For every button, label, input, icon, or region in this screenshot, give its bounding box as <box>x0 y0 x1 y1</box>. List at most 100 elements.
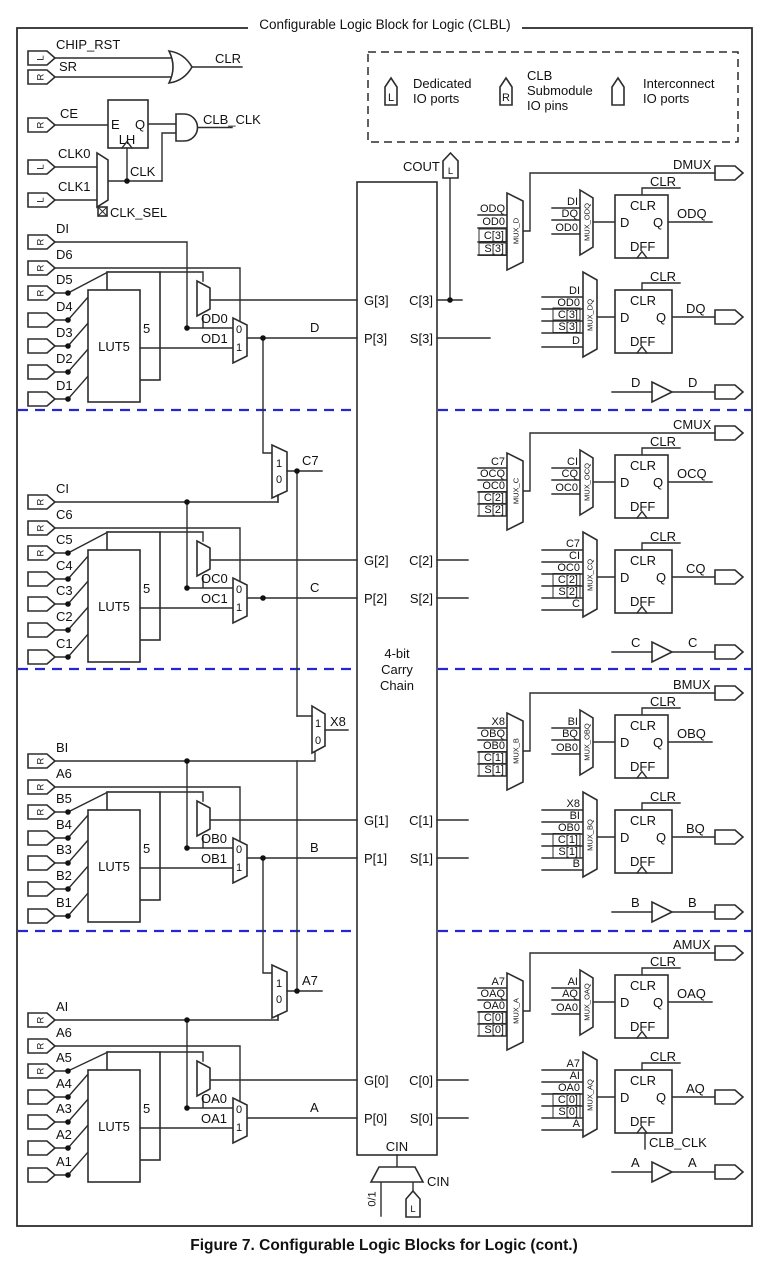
cout-label: COUT <box>403 159 440 174</box>
dff1-b-clock-triangle-icon <box>636 770 648 779</box>
mux-d-in1: OD0 <box>482 216 505 228</box>
label-b4: B4 <box>56 817 72 832</box>
b-out-port <box>714 904 745 920</box>
port-c6-letter: R <box>36 524 47 531</box>
section-a-right: AMUX MUX_A A7 OAQ OA0 C[0] S[0] MUX_OAQ … <box>477 937 745 1184</box>
dff1-a-clock-triangle-icon <box>636 1030 648 1039</box>
mux-aq-in0: A7 <box>567 1058 580 1070</box>
dff2-a-q: Q <box>656 1090 666 1105</box>
b-buf-out-label: B <box>688 895 697 910</box>
label-a4: A4 <box>56 1076 72 1091</box>
cmux-out-port <box>714 425 745 441</box>
clb-clk-feed-label: CLB_CLK <box>649 1135 707 1150</box>
label-b3: B3 <box>56 842 72 857</box>
x8-mux-sel0: 0 <box>315 735 321 747</box>
cin-port-letter: L <box>410 1204 415 1215</box>
port-ci-letter: R <box>36 498 47 505</box>
d-buf-in-label: D <box>631 375 640 390</box>
oc-select-mux <box>232 576 248 625</box>
mux-b-label: MUX_B <box>512 738 521 764</box>
label-c4: C4 <box>56 558 73 573</box>
lut5-back-d-label: 5 <box>143 321 150 336</box>
dff1-b-clr-wire-label: CLR <box>650 694 676 709</box>
port-c1 <box>27 649 57 665</box>
carry-title-2: Carry <box>381 662 413 677</box>
lut5-back-b-label: 5 <box>143 841 150 856</box>
aq-net-label: AQ <box>686 1081 705 1096</box>
mux-b-in3: C[1] <box>484 752 504 764</box>
dff2-a <box>614 1069 673 1134</box>
mux-aq-in5: A <box>573 1118 581 1130</box>
port-c3 <box>27 596 57 612</box>
bmux-out-port <box>714 685 745 701</box>
mux-aq-in2: OA0 <box>558 1082 580 1094</box>
c-buffer-icon <box>651 640 674 664</box>
cmux-label: CMUX <box>673 417 712 432</box>
dff1-d-q: Q <box>653 215 663 230</box>
sr-label: SR <box>59 59 77 74</box>
c-out-port <box>714 644 745 660</box>
mux-bq-in0: X8 <box>567 798 580 810</box>
mux-bq <box>582 790 598 879</box>
chip-rst-port <box>27 50 57 66</box>
carry-s3: S[3] <box>410 331 433 346</box>
mux-aq <box>582 1050 598 1139</box>
dff2-d-name: DFF <box>630 334 655 349</box>
bq-net-label: BQ <box>686 821 705 836</box>
mux-cq-label: MUX_CQ <box>586 559 595 591</box>
carry-title-3: Chain <box>380 678 414 693</box>
clk-net-label: CLK <box>130 164 156 179</box>
port-a6b <box>27 779 57 795</box>
port-b2 <box>27 881 57 897</box>
dq-net-label: DQ <box>686 301 706 316</box>
mux-d-in0: ODQ <box>480 203 506 215</box>
label-d1: D1 <box>56 378 73 393</box>
ce-label: CE <box>60 106 78 121</box>
carry-s0: S[0] <box>410 1111 433 1126</box>
dff2-d-clr-wire-label: CLR <box>650 269 676 284</box>
section-separators <box>18 408 751 933</box>
cq-net-label: CQ <box>686 561 706 576</box>
dff2-b-clr: CLR <box>630 813 656 828</box>
legend-interconnect-1: Interconnect <box>643 76 715 91</box>
port-di-letter: R <box>36 238 47 245</box>
mux-a-label: MUX_A <box>512 998 521 1024</box>
ce-port-letter: R <box>36 121 47 128</box>
a7-chain-mux <box>271 963 288 1020</box>
port-a4 <box>27 1089 57 1105</box>
c7-mux-sel0: 0 <box>276 474 282 486</box>
label-c6: C6 <box>56 507 73 522</box>
legend-submodule-1: CLB <box>527 68 552 83</box>
d-buf-out-label: D <box>688 375 697 390</box>
port-a6-letter: R <box>36 1042 47 1049</box>
dff1-b <box>614 714 669 779</box>
port-d5-letter: R <box>36 289 47 296</box>
port-ai-letter: R <box>36 1016 47 1023</box>
dff2-a-name: DFF <box>630 1114 655 1129</box>
x8-net-label: X8 <box>330 714 346 729</box>
label-c3: C3 <box>56 583 73 598</box>
port-d4 <box>27 312 57 328</box>
section-d-right: DMUX MUX_D ODQ OD0 C[3] S[3] MUX_ODQ DI … <box>477 157 745 404</box>
submodule-pin-icon-letter: R <box>502 92 510 104</box>
mux-a-in1: OAQ <box>481 988 506 1000</box>
dff2-a-clr: CLR <box>630 1073 656 1088</box>
mux-odq-in0: DI <box>567 196 578 208</box>
port-d3 <box>27 338 57 354</box>
mux-c-in1: OCQ <box>480 468 506 480</box>
mux-dq-in3: S[3] <box>558 321 578 333</box>
od1-label: OD1 <box>201 331 228 346</box>
port-a3 <box>27 1114 57 1130</box>
mux-oaq-label: MUX_OAQ <box>583 983 592 1021</box>
oc0-gen-mux <box>196 539 211 578</box>
dff2-b-clr-wire-label: CLR <box>650 789 676 804</box>
dff2-d-clr: CLR <box>630 293 656 308</box>
label-d6: D6 <box>56 247 73 262</box>
dff1-b-d: D <box>620 735 629 750</box>
lut5-front-a <box>87 1069 141 1183</box>
lut5-front-d <box>87 289 141 403</box>
oc-mux-sel1: 1 <box>236 602 242 614</box>
port-b5-letter: R <box>36 808 47 815</box>
mux-ocq-in0: CI <box>567 456 578 468</box>
mux-a <box>506 971 524 1052</box>
